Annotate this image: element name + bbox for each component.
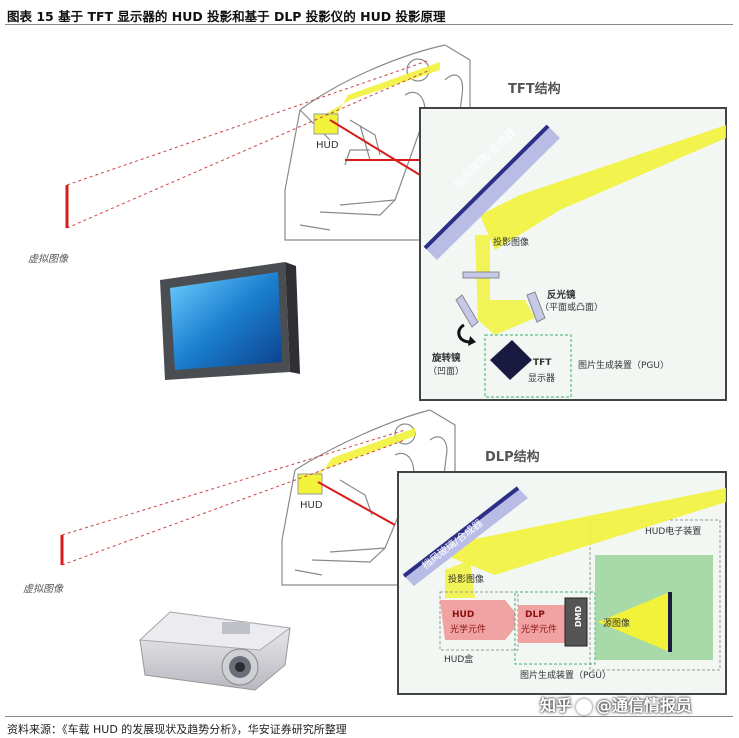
footer-divider xyxy=(5,716,733,717)
bottom-car-outline xyxy=(281,409,456,586)
top-hud-beam xyxy=(318,62,440,118)
tft-projection-beam xyxy=(480,125,726,250)
tft-display-chip xyxy=(490,340,532,380)
tft-rotating-mirror xyxy=(455,294,479,328)
figure-title: 图表 15 基于 TFT 显示器的 HUD 投影和基于 DLP 投影仪的 HUD… xyxy=(7,9,446,24)
tft-monitor-illustration xyxy=(160,262,300,380)
dmd-chip xyxy=(564,597,588,647)
watermark-right: @通信情报员 xyxy=(596,696,693,715)
watermark-avatar-icon xyxy=(576,698,593,715)
hud-optics-block xyxy=(440,600,515,640)
tft-optical-path xyxy=(475,235,535,335)
top-virtual-ray-1 xyxy=(66,59,431,186)
bottom-red-sightline xyxy=(317,481,396,526)
hud-optics-label-1: HUD xyxy=(452,610,475,620)
bottom-virtual-ray-1 xyxy=(61,429,406,536)
tft-rotating-mirror-note: （凹面） xyxy=(428,367,465,377)
tft-reflector-label: 反光镜 xyxy=(547,290,576,301)
figure-header: 图表 15 基于 TFT 显示器的 HUD 投影和基于 DLP 投影仪的 HUD… xyxy=(0,0,739,26)
watermark: 知乎 @通信情报员 xyxy=(540,692,692,716)
bottom-hud-label: HUD xyxy=(300,500,323,511)
hud-electronics-label: HUD电子装置 xyxy=(645,527,702,537)
tft-projection-label: 投影图像 xyxy=(493,238,530,248)
header-divider xyxy=(5,24,733,25)
top-hud-unit xyxy=(313,113,339,135)
dlp-heading: DLP结构 xyxy=(485,450,540,465)
bottom-hud-unit xyxy=(297,473,323,495)
top-virtual-image-label: 虚拟图像 xyxy=(28,254,68,265)
dlp-projection-label: 投影图像 xyxy=(448,575,485,585)
bottom-virtual-image-label: 虚拟图像 xyxy=(23,584,63,595)
hud-box-label: HUD盒 xyxy=(444,655,474,665)
top-red-sightline xyxy=(329,119,421,176)
dlp-pgu-label: 图片生成装置（PGU） xyxy=(520,671,611,681)
dlp-windshield xyxy=(402,486,528,586)
tft-rotating-mirror-label: 旋转镜 xyxy=(432,353,461,364)
dlp-optics-label-2: 光学元件 xyxy=(521,625,558,635)
dlp-optical-path xyxy=(445,560,475,598)
hud-optics-label-2: 光学元件 xyxy=(450,625,487,635)
tft-display-label-2: 显示器 xyxy=(528,374,556,384)
tft-pgu-box xyxy=(484,334,572,398)
tft-reflector xyxy=(526,291,546,323)
rotation-arrow-icon xyxy=(457,323,471,344)
dlp-optics-label-1: DLP xyxy=(525,610,545,620)
dlp-projection-beam xyxy=(445,488,726,575)
tft-display-label-1: TFT xyxy=(533,358,552,368)
watermark-left: 知乎 xyxy=(540,696,573,715)
figure-source: 资料来源：《车载 HUD 的发展现状及趋势分析》，华安证券研究所整理 xyxy=(7,723,347,736)
bottom-hud-beam xyxy=(302,428,415,478)
tft-flat-mirror xyxy=(462,271,500,279)
tft-reflector-note: （平面或凸面） xyxy=(540,303,604,313)
dmd-label: DMD xyxy=(574,605,584,628)
source-image-label: 源图像 xyxy=(603,619,631,629)
bottom-virtual-ray-2 xyxy=(61,439,406,566)
dlp-projector-illustration xyxy=(138,611,292,691)
tft-windshield xyxy=(423,124,560,260)
dlp-optics-block xyxy=(518,605,566,643)
top-hud-label: HUD xyxy=(316,140,339,151)
tft-pgu-label: 图片生成装置（PGU） xyxy=(578,361,669,371)
tft-heading: TFT结构 xyxy=(508,82,561,97)
source-beam xyxy=(598,592,670,652)
